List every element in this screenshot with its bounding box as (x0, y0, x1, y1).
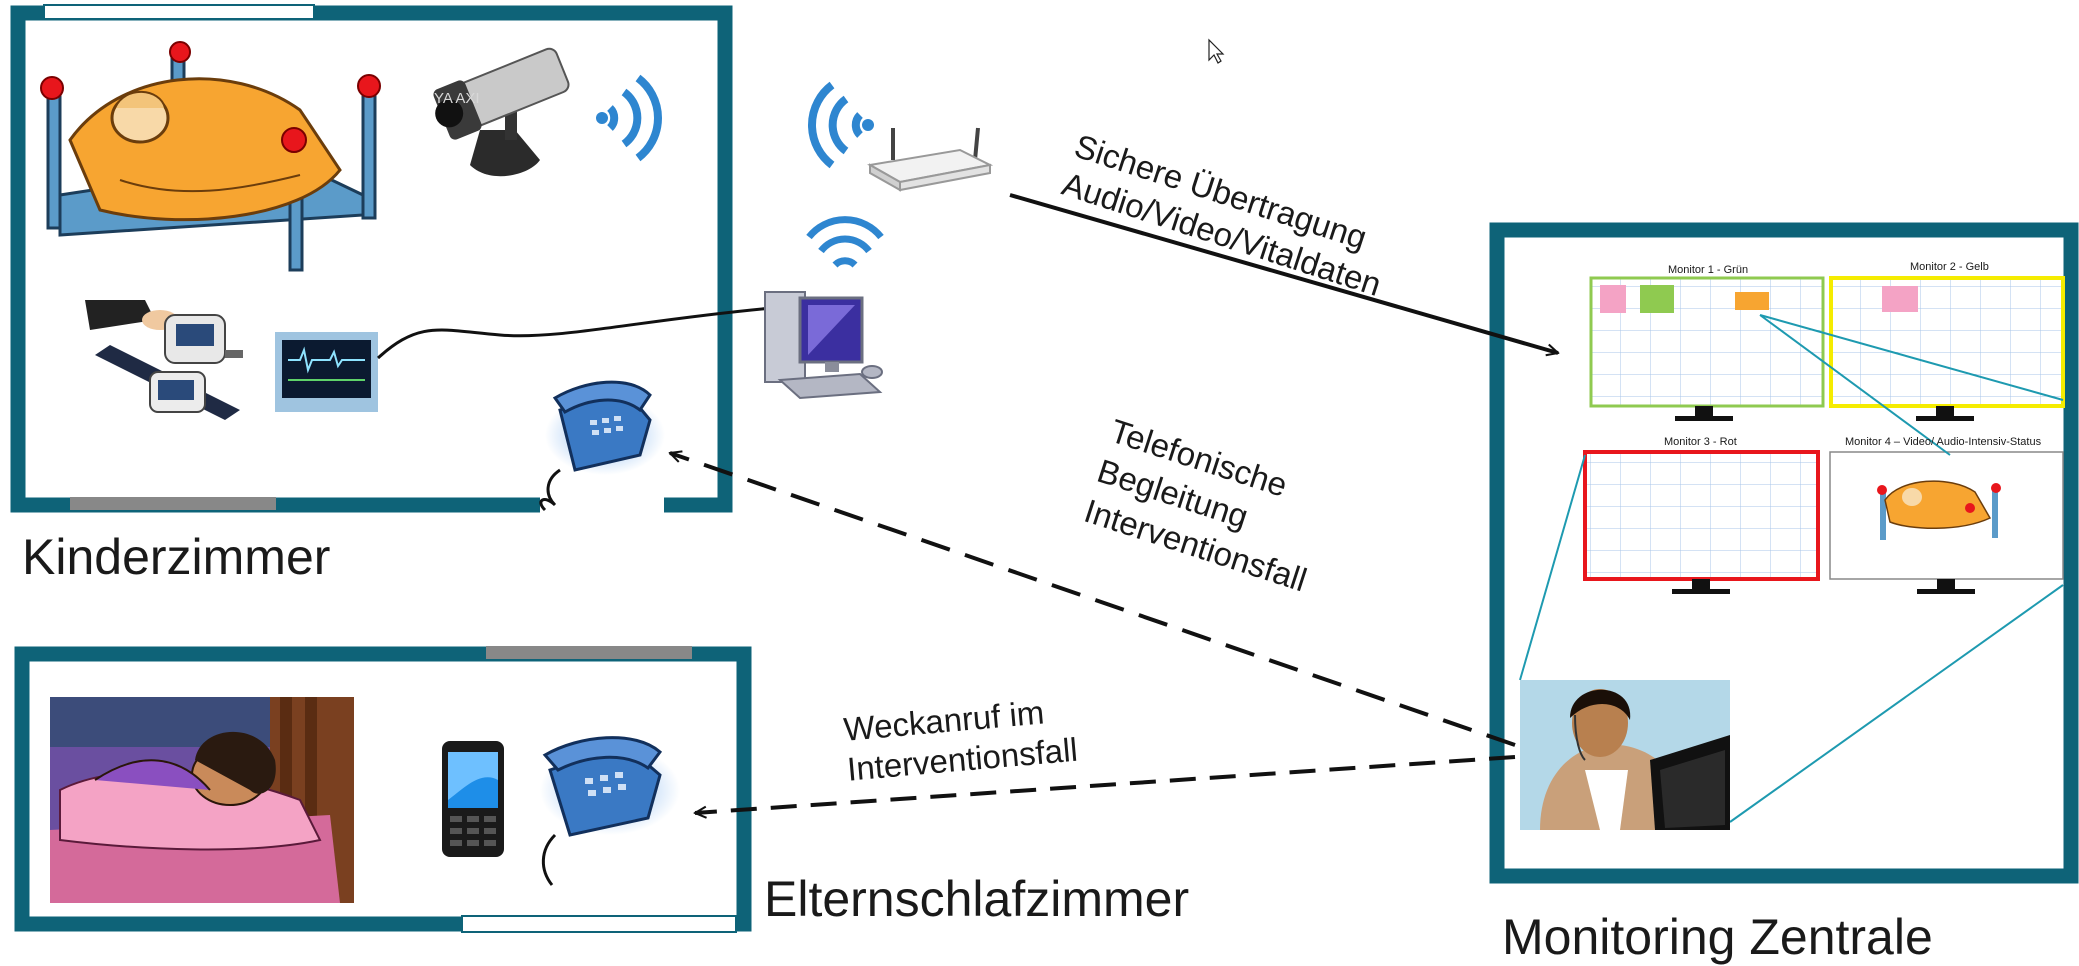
camera-watermark: YA AXI (434, 90, 480, 107)
monitor-1-title: Monitor 1 - Grün (1668, 264, 1749, 276)
phone-support-arrow (670, 453, 1516, 747)
monitor-4 (1829, 451, 2064, 594)
monitor-cable (376, 306, 773, 360)
kinderzimmer-label: Kinderzimmer (22, 529, 331, 585)
cursor-icon (1208, 38, 1225, 64)
monitoring-zentrale-label: Monitoring Zentrale (1502, 909, 1933, 965)
monitor-2 (1829, 276, 2065, 421)
router-wifi-icon (808, 81, 874, 169)
kinderzimmer-phone-icon (539, 380, 665, 512)
zoom-lines (1519, 314, 2064, 823)
monitor-4-title: Monitor 4 – Video/ Audio-Intensiv-Status (1845, 436, 2042, 448)
elternschlafzimmer-label: Elternschlafzimmer (764, 871, 1190, 927)
child-bed-icon (40, 41, 381, 272)
wifi-icon (596, 74, 662, 162)
monitor-3 (1583, 450, 1820, 594)
mobile-phone-icon (442, 741, 504, 857)
vital-monitor-icon (275, 332, 378, 412)
pulse-oximeter-icon (85, 300, 243, 420)
pc-icon (764, 291, 883, 400)
monitor-1 (1589, 276, 1825, 421)
monitor-3-title: Monitor 3 - Rot (1664, 436, 1737, 448)
operator-icon (1520, 680, 1730, 830)
monitor-2-title: Monitor 2 - Gelb (1910, 261, 1989, 273)
secure-transfer-arrow (1009, 193, 1558, 353)
wake-call-arrow (695, 755, 1516, 813)
pc-wifi-icon (806, 216, 884, 268)
camera-icon: YA AXI (433, 47, 570, 177)
router-icon (867, 127, 994, 192)
sleeping-parent-icon (50, 697, 354, 903)
parents-phone-icon (540, 736, 680, 886)
